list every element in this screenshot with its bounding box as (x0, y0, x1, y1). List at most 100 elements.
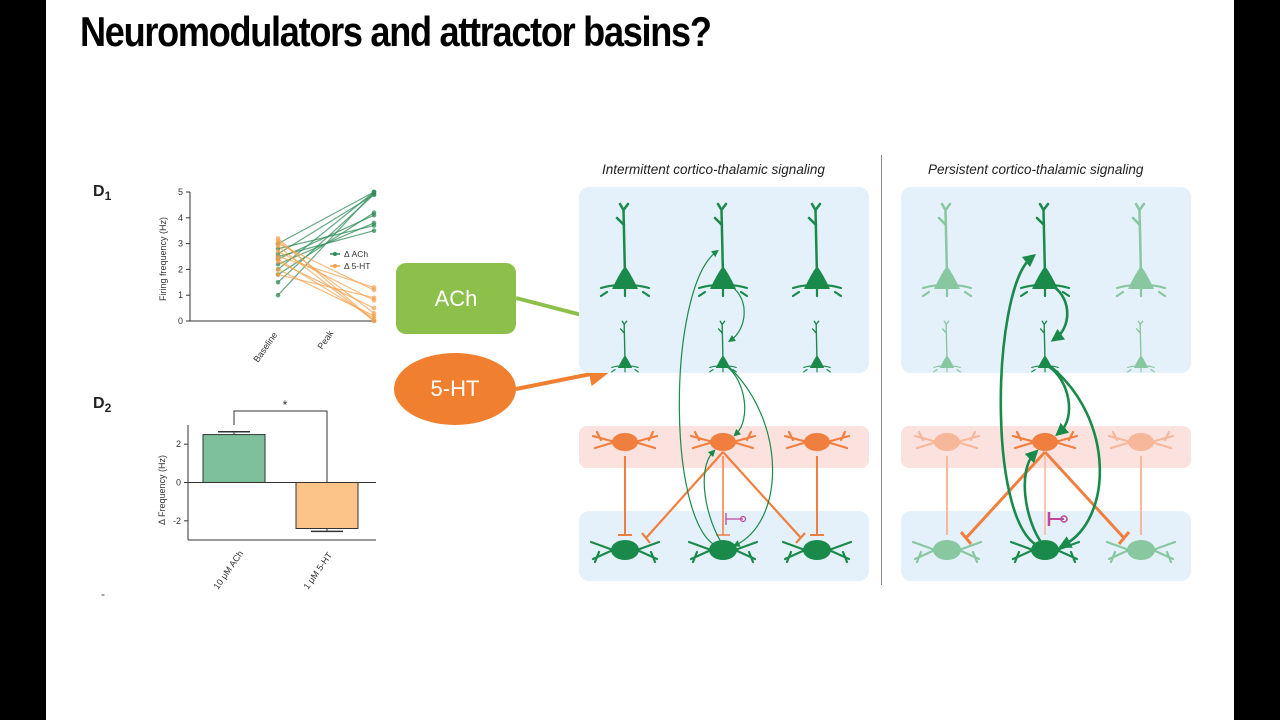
left-l5-pyramidal-2 (697, 202, 749, 298)
right-reticular-neuron-2 (1011, 430, 1079, 451)
left-l6-pyramidal-3 (803, 320, 831, 373)
right-tc-to-cortex-arrow (999, 253, 1046, 550)
d1-series-line (277, 194, 375, 283)
d1-point-peak (371, 313, 377, 319)
left-rt-cross-1 (645, 451, 724, 539)
d1-series-line (277, 268, 375, 317)
d1-legend: Δ ACh Δ 5-HT (330, 249, 370, 271)
d1-y-tick-label: 0 (178, 316, 183, 326)
right-l6-pyramidal-3 (1127, 320, 1155, 373)
d1-point-baseline (275, 267, 281, 272)
left-modulatory-node (739, 515, 747, 523)
neurons (589, 202, 1177, 564)
d1-point-baseline (275, 243, 281, 249)
d2-bar-ach (202, 434, 266, 484)
d2-y-tick-label: 2 (176, 439, 181, 449)
right-l5-pyramidal-2 (1019, 202, 1071, 298)
d1-y-tick-label: 3 (178, 239, 183, 249)
panel-d2-letter: D (93, 395, 105, 412)
left-rt-cross-3 (722, 451, 802, 539)
slide-title: Neuromodulators and attractor basins? (80, 8, 712, 55)
d1-series-line (277, 261, 375, 309)
left-inhib-bar-cross-3 (795, 532, 806, 544)
5ht-label-ellipse: 5-HT (394, 353, 516, 425)
d1-series-line (277, 194, 375, 255)
d1-series-line (277, 255, 375, 289)
d1-legend-marker-ach (333, 252, 337, 256)
left-l5-to-l6-arrow (728, 285, 745, 343)
d1-point-baseline (275, 259, 281, 264)
d1-legend-ach: Δ ACh (344, 249, 368, 259)
left-l6-to-rt-arrow (725, 365, 746, 437)
circuit-diagrams (579, 187, 1191, 581)
panel-d2-sub: 2 (104, 401, 112, 416)
d1-series-line (277, 250, 375, 301)
left-relay-neuron-3 (781, 540, 853, 564)
right-inhib-bar-cross-3 (1117, 531, 1131, 545)
d1-y-axis-label: Firing frequency (Hz) (158, 217, 168, 301)
left-l6-pyramidal-2 (709, 320, 737, 373)
d1-y-tick-label: 2 (178, 264, 183, 274)
right-l6-to-rt-arrow (1047, 364, 1071, 437)
panel-d1-letter: D (93, 183, 105, 200)
right-relay-neuron-1 (911, 540, 983, 564)
d2-yticks: 2 0 -2 (173, 439, 188, 526)
d2-y-axis-label: Δ Frequency (Hz) (157, 455, 167, 525)
diagram-divider (881, 155, 882, 585)
right-connections (946, 253, 1142, 550)
d1-point-baseline (275, 272, 281, 277)
right-reticular-neuron-3 (1107, 430, 1175, 451)
d1-y-tick-label: 5 (178, 187, 183, 197)
left-reticular-neuron-1 (591, 430, 659, 451)
left-reticular-neuron-3 (783, 430, 851, 451)
d2-y-tick-label: -2 (173, 516, 181, 526)
left-l5-pyramidal-1 (599, 202, 651, 298)
left-tc-to-cortex-arrow (678, 249, 724, 549)
d2-significance-bracket (233, 410, 328, 482)
d1-point-peak (371, 305, 377, 311)
right-l6-pyramidal-2 (1031, 320, 1059, 373)
chart-d2: 20-2 * Δ Frequency (Hz) 10 μM ACh 1 μM 5… (157, 398, 376, 591)
right-rt-cross-3 (1043, 450, 1126, 540)
panel-d1-sub: 1 (104, 189, 112, 204)
d1-point-baseline (275, 292, 281, 298)
right-relay-neuron-3 (1105, 540, 1177, 564)
d1-point-baseline (275, 236, 281, 241)
5ht-label: 5-HT (430, 376, 480, 401)
d1-point-peak (371, 318, 377, 324)
d1-point-peak (371, 212, 377, 218)
d1-series-line (277, 237, 375, 322)
d1-lines (275, 189, 377, 324)
d1-point-peak (371, 228, 377, 233)
d1-axes (189, 192, 376, 322)
right-inhib-bar-cross-1 (959, 531, 973, 545)
d1-point-baseline (275, 280, 281, 285)
right-reticular-neuron-1 (913, 430, 981, 451)
d1-point-peak (371, 223, 377, 228)
left-l5-pyramidal-3 (791, 202, 843, 298)
left-reticular-neuron-2 (689, 430, 757, 451)
d1-series-line (277, 191, 375, 245)
panel-d1-label: D1 (93, 183, 111, 203)
d2-bar-5ht (295, 482, 359, 529)
ach-label-box: ACh (396, 263, 516, 334)
d2-y-tick-label: 0 (176, 478, 181, 488)
right-l5-to-l6-arrow (1050, 284, 1069, 342)
d1-series-line (277, 240, 375, 314)
d1-series-line (277, 273, 375, 299)
left-connections (618, 249, 824, 549)
d1-series-line (277, 224, 375, 250)
panel-d2-label: D2 (93, 395, 111, 415)
slide: Neuromodulators and attractor basins? D1… (46, 0, 1234, 720)
d1-y-tick-label: 1 (178, 290, 183, 300)
d1-point-peak (371, 189, 377, 195)
right-l5-pyramidal-1 (921, 202, 973, 298)
right-l6-to-tc-arrow (1049, 364, 1102, 549)
left-relay-neuron-1 (589, 540, 661, 564)
d1-point-peak (371, 285, 377, 290)
right-l5-pyramidal-3 (1115, 202, 1167, 298)
d1-y-tick-label: 4 (178, 213, 183, 223)
d1-legend-marker-5ht (333, 264, 337, 268)
left-l6-to-tc-arrow (727, 365, 774, 547)
